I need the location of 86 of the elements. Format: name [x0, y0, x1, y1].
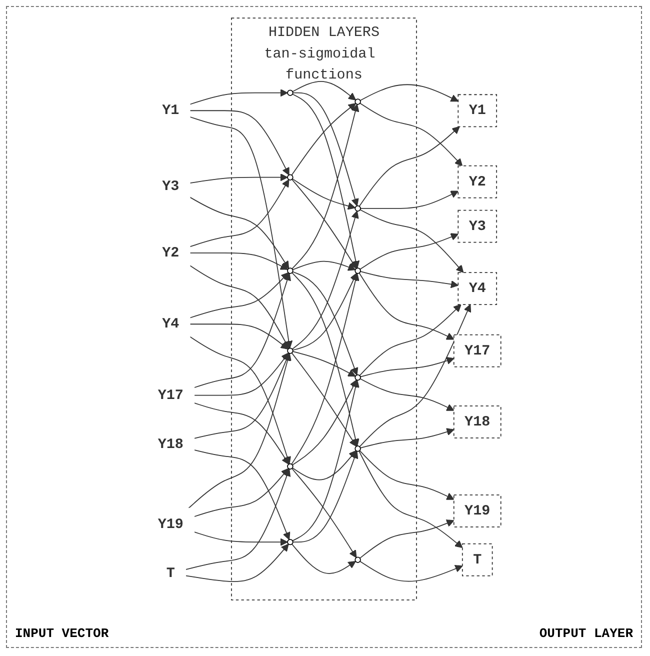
node-circle	[354, 556, 361, 563]
arrow	[292, 450, 356, 480]
arrow	[194, 352, 289, 396]
arrow	[188, 353, 292, 509]
node-circle	[287, 463, 294, 470]
node-text: T	[166, 565, 175, 582]
node-circle	[354, 374, 361, 381]
arrow	[358, 126, 460, 207]
arrow	[189, 272, 289, 318]
arrow	[359, 520, 454, 559]
node-circle	[287, 348, 294, 354]
node-circle	[287, 538, 294, 546]
arrow	[291, 468, 357, 558]
node-circle	[287, 174, 294, 180]
arrow	[291, 103, 356, 176]
node-box: Y2	[458, 165, 498, 198]
arrow	[359, 304, 472, 448]
node-text: Y2	[162, 244, 180, 261]
node-box: Y17	[453, 334, 502, 368]
arrow	[291, 352, 357, 447]
node-box: Y18	[453, 406, 502, 438]
arrow	[189, 179, 290, 248]
layer-label: OUTPUT LAYER	[539, 626, 633, 641]
layer-label: INPUT VECTOR	[15, 626, 109, 641]
arrow	[360, 560, 463, 582]
node-circle	[354, 98, 361, 105]
arrow	[189, 265, 290, 349]
arrow	[292, 178, 356, 210]
arrow	[185, 468, 291, 570]
node-text: Y18	[158, 436, 184, 452]
node-box: Y1	[458, 94, 498, 128]
arrow	[292, 380, 360, 542]
arrow	[189, 196, 290, 269]
arrow	[292, 351, 356, 377]
arrow	[189, 110, 290, 176]
arrow	[185, 544, 289, 582]
arrow	[291, 178, 357, 269]
arrow	[194, 352, 290, 439]
node-circle	[354, 446, 361, 452]
arrow	[189, 116, 293, 349]
node-circle	[354, 268, 361, 274]
node-circle	[287, 90, 294, 96]
node-text: Y1	[162, 102, 180, 119]
arrow	[194, 468, 289, 518]
arrow	[189, 252, 288, 270]
arrow	[360, 378, 454, 411]
arrow	[189, 336, 291, 464]
arrow	[360, 84, 458, 102]
arrow	[358, 450, 463, 548]
arrow	[292, 450, 358, 543]
arrow	[292, 81, 356, 100]
arrow	[358, 272, 454, 340]
arrow	[360, 233, 458, 270]
node-text: Y19	[158, 516, 184, 532]
arrow	[360, 209, 464, 273]
node-circle	[354, 205, 361, 212]
arrow	[291, 544, 356, 574]
arrow	[194, 272, 291, 388]
node-circle	[287, 268, 294, 274]
arrow	[189, 88, 288, 105]
node-box: T	[462, 543, 493, 576]
node-box: Y19	[453, 494, 502, 528]
node-box: Y4	[458, 272, 498, 305]
node-text: Y3	[162, 178, 180, 194]
arrow	[360, 190, 458, 209]
arrow	[360, 270, 458, 288]
arrow	[194, 450, 290, 540]
arrow	[359, 450, 454, 500]
arrow	[359, 304, 462, 376]
cluster: HIDDEN LAYERS tan-sigmoidal functions	[231, 18, 417, 600]
node-box: Y3	[458, 210, 498, 243]
arrow	[292, 272, 358, 351]
arrow	[292, 271, 358, 376]
arrow	[292, 92, 359, 206]
arrow	[194, 402, 290, 465]
arrow	[292, 210, 359, 350]
arrow	[189, 324, 288, 350]
node-text: Y17	[158, 387, 184, 404]
arrow	[360, 102, 463, 166]
arrow	[194, 531, 288, 546]
arrow	[189, 173, 288, 184]
arrow	[360, 428, 454, 448]
arrow	[292, 380, 357, 466]
arrow	[360, 356, 454, 378]
node-text: Y4	[162, 316, 180, 332]
arrow	[292, 260, 356, 271]
